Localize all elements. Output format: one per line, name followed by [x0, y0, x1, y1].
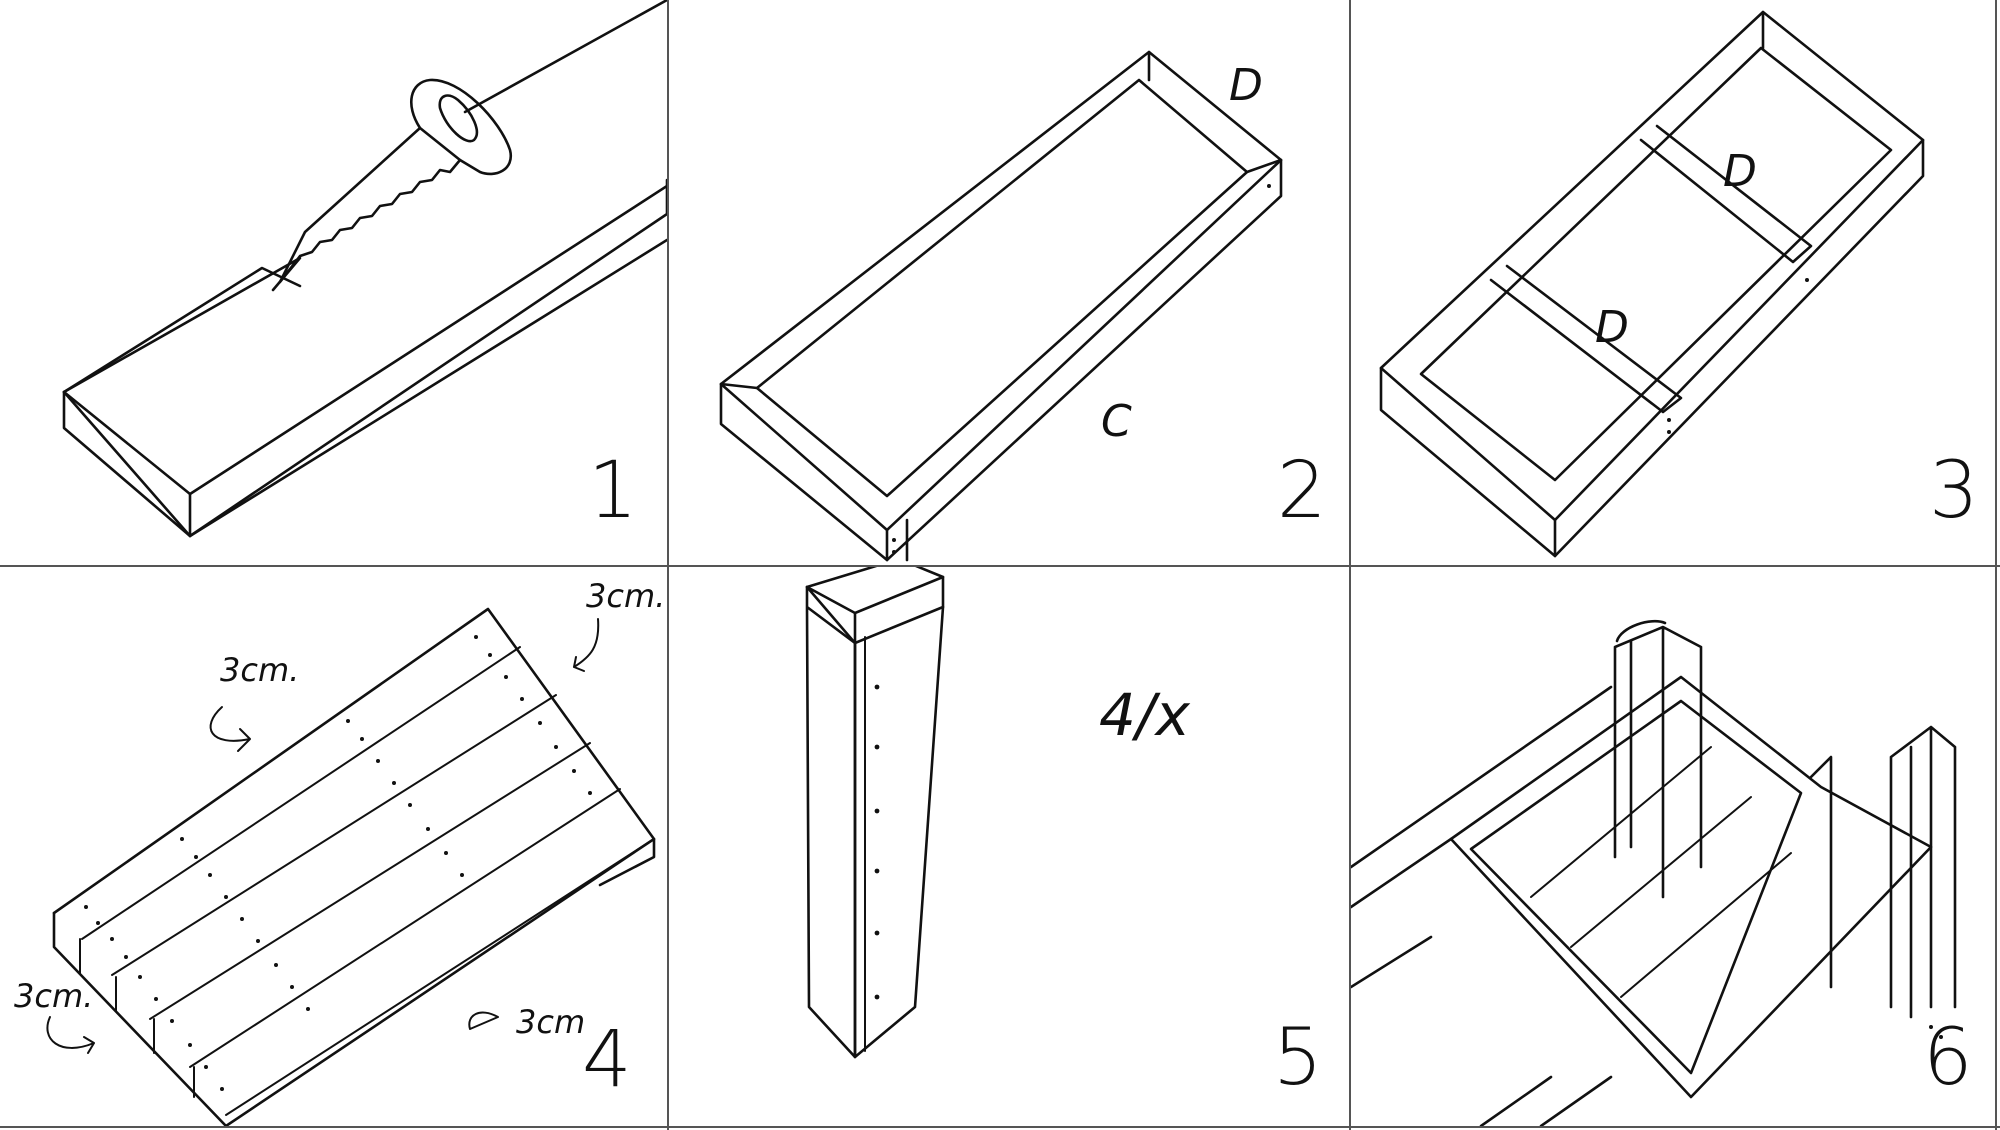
step-number: 4 — [582, 1015, 632, 1105]
nail-dots — [84, 635, 592, 1091]
spacing-label-left: 3cm. — [14, 977, 93, 1015]
step-1-panel: 1 — [0, 0, 667, 565]
step-number: 3 — [1929, 446, 1979, 536]
step-number: 1 — [588, 446, 638, 536]
label-c: C — [1101, 396, 1132, 447]
step-5-panel: 4/x 5 — [669, 567, 1349, 1126]
spacing-label-top: 3cm. — [220, 651, 299, 689]
step-2-panel: D C 2 — [669, 0, 1349, 565]
horizontal-divider — [0, 565, 2000, 567]
step-number: 6 — [1923, 1013, 1973, 1103]
step-number: 2 — [1277, 446, 1327, 536]
nail-dots — [874, 684, 880, 1000]
plank-icon — [62, 0, 667, 538]
vertical-divider-2 — [1349, 0, 1351, 1130]
label-d: D — [1229, 60, 1263, 111]
frame-icon: D C — [719, 50, 1283, 562]
label-d-upper: D — [1723, 146, 1757, 197]
spacing-label-bottom: 3cm — [516, 1003, 585, 1041]
assembled-table-icon — [1351, 620, 1957, 1126]
vertical-divider-1 — [667, 0, 669, 1130]
corner-leg-icon: 4/x — [805, 567, 1190, 1059]
spacing-label-right: 3cm. — [586, 577, 665, 615]
quantity-label: 4/x — [1099, 681, 1190, 749]
hand-saw-icon — [278, 78, 513, 284]
vertical-divider-3 — [1995, 0, 1997, 1130]
label-d-lower: D — [1595, 302, 1629, 353]
step-4-panel: 3cm. 3cm. 3cm. 3cm 4 — [0, 567, 667, 1126]
step-3-panel: D D 3 — [1351, 0, 1995, 565]
step-number: 5 — [1273, 1013, 1323, 1103]
bottom-border — [0, 1126, 2000, 1128]
tabletop-icon: 3cm. 3cm. 3cm. 3cm — [14, 577, 665, 1126]
frame-with-crosspieces-icon: D D — [1379, 10, 1925, 558]
step-6-panel: 6 — [1351, 567, 1995, 1126]
